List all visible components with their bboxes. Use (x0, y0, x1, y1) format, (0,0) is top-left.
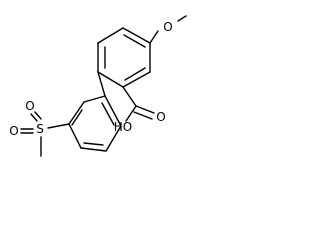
bond-carboxyl-to-hydroxyl (125, 105, 137, 122)
bond-ring-to-sulfur (47, 123, 70, 129)
bond-methyl-to-methoxy-oxygen (177, 15, 187, 22)
bond-sulfur-oxygen-top-2 (34, 111, 42, 120)
atom-label-sulfur: S (36, 122, 44, 136)
bond-ring-to-carboxyl-carbon (122, 86, 137, 107)
bond-carbonyl-double-2 (133, 111, 153, 120)
atom-labels: O HO O S O O (9, 20, 172, 138)
bond-sulfur-oxygen-top-1 (30, 113, 38, 122)
ring-a-bond-4 (97, 71, 124, 88)
ring-b-bond-4 (80, 147, 107, 152)
bond-biaryl (97, 71, 106, 97)
bond-methoxy-oxygen-to-ring (149, 30, 159, 44)
atom-label-carbonyl-oxygen: O (156, 110, 165, 124)
ring-b-bond-6 (104, 95, 122, 127)
ring-a-bond-5 (122, 71, 151, 88)
ring-b-bond-5 (105, 125, 122, 152)
ring-a-bond-2 (97, 27, 124, 44)
ring-b-bond-6-inner (101, 102, 115, 126)
ring-b-bond-3 (68, 123, 82, 149)
bond-carbonyl-double-1 (135, 105, 155, 114)
atom-label-sulfonyl-oxygen-top: O (25, 99, 34, 113)
ring-b-bond-2-inner (71, 109, 83, 126)
ring-b-bond-4-inner (83, 142, 104, 146)
ring-b-bond-2 (68, 101, 85, 125)
ring-a-bond-5-inner (124, 67, 146, 81)
chemical-structure-diagram: O HO O S O O (9, 15, 187, 157)
atom-label-sulfonyl-oxygen-bottom: O (9, 124, 18, 138)
atom-label-hydroxyl: HO (114, 120, 132, 134)
atom-label-methoxy-oxygen: O (163, 20, 172, 34)
bond-lines (20, 15, 187, 157)
ring-a-bond-1 (122, 27, 151, 44)
ring-a-bond-1-inner (123, 34, 146, 48)
ring-b-bond-1 (83, 95, 106, 103)
